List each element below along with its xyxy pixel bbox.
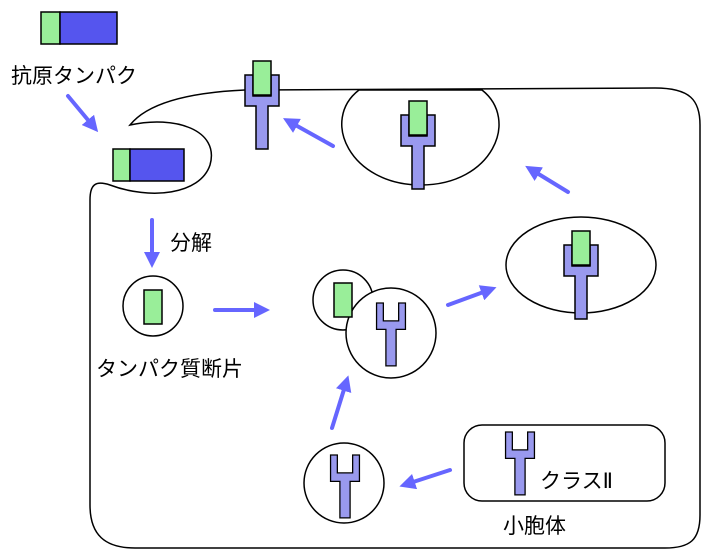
antigen-protein-icon — [40, 11, 118, 45]
vesicle-body-label: 小胞体 — [503, 514, 566, 538]
budding-arrow — [399, 468, 452, 490]
uptake-arrow — [66, 94, 99, 133]
loading-arrow — [446, 285, 497, 307]
peptide-icon — [333, 282, 353, 318]
peptide-icon — [143, 289, 163, 325]
degradation-label: 分解 — [170, 231, 212, 255]
protein-fragment-label: タンパク質断片 — [96, 357, 243, 381]
transport-arrow — [525, 165, 570, 194]
antigen-protein-label: 抗原タンパク — [11, 64, 137, 88]
class-ii-label: クラスⅡ — [540, 469, 613, 493]
vesicle-body-box — [463, 424, 666, 502]
endosome-antigen-icon — [112, 148, 185, 182]
class-ii-delivery-arrow — [330, 375, 352, 430]
presentation-arrow — [283, 118, 335, 148]
